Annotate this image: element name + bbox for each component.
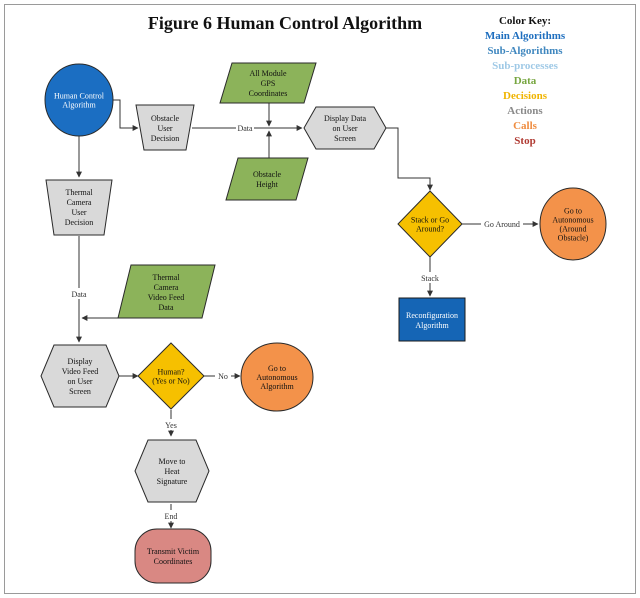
obstacle-decision-label-line: Obstacle (151, 114, 179, 123)
thermal-video-data-label-line: Data (158, 303, 174, 312)
edge-display-to-stack (386, 127, 433, 191)
thermal-video-data-label-line: Video Feed (148, 293, 185, 302)
stack-or-go-label-line: Stack or Go (411, 216, 449, 225)
thermal-decision-label-line: Camera (67, 198, 92, 207)
go-autonomous-label-line: Go to (268, 364, 286, 373)
color-key-data: Data (514, 75, 537, 87)
go-autonomous-label-line: Autonomous (256, 373, 297, 382)
obstacle-height-label-line: Height (256, 180, 279, 189)
edge-label-end: End (165, 512, 178, 521)
thermal-decision-label-line: Thermal (65, 188, 93, 197)
transmit-victim-label-line: Transmit Victim (147, 547, 200, 556)
reconfiguration-label-line: Algorithm (415, 321, 449, 330)
thermal-decision-label-line: Decision (65, 218, 93, 227)
move-heat-label-line: Signature (157, 477, 188, 486)
color-key: Color Key: Main Algorithms Sub-Algorithm… (485, 15, 566, 147)
move-heat-label-line: Move to (159, 457, 186, 466)
edge-labels: Data Go Around Stack Data No Yes End (68, 122, 523, 521)
edge-label-data-top: Data (237, 124, 253, 133)
color-key-actions: Actions (507, 105, 543, 117)
edge-label-data-left: Data (71, 290, 87, 299)
go-autonomous-around-label-line: Obstacle) (558, 234, 589, 243)
human-control-label-line: Algorithm (62, 101, 96, 110)
go-autonomous-label-line: Algorithm (260, 382, 294, 391)
figure-title: Figure 6 Human Control Algorithm (148, 13, 422, 33)
thermal-decision-label-line: User (71, 208, 86, 217)
obstacle-decision-label-line: User (157, 124, 172, 133)
human-decision-label-line: (Yes or No) (152, 377, 190, 386)
gps-coordinates-label-line: Coordinates (249, 89, 288, 98)
gps-coordinates-label-line: All Module (249, 69, 287, 78)
node-human-decision: Human?(Yes or No) (137, 342, 205, 410)
display-video-label-line: Video Feed (62, 367, 99, 376)
thermal-video-data-label-line: Thermal (152, 273, 180, 282)
go-autonomous-around-label-line: Autonomous (552, 216, 593, 225)
go-autonomous-around-label-line: Go to (564, 207, 582, 216)
gps-coordinates-label-line: GPS (261, 79, 276, 88)
edge-label-stack: Stack (421, 274, 439, 283)
edge-label-no: No (218, 372, 228, 381)
thermal-video-data-label-line: Camera (154, 283, 179, 292)
color-key-stop: Stop (514, 135, 535, 147)
human-decision-label-line: Human? (157, 368, 185, 377)
svg-text:Human?(Yes or No): Human?(Yes or No) (152, 368, 190, 386)
obstacle-height-label-line: Obstacle (253, 170, 281, 179)
obstacle-decision-label-line: Decision (151, 134, 179, 143)
color-key-sub-processes: Sub-processes (492, 60, 559, 72)
reconfiguration-label-line: Reconfiguration (406, 311, 458, 320)
display-data-label-line: Screen (334, 134, 356, 143)
color-key-calls: Calls (513, 120, 538, 132)
display-data-label-line: Display Data (324, 114, 366, 123)
edge-label-go-around: Go Around (484, 220, 520, 229)
go-autonomous-around-label-line: (Around (559, 225, 586, 234)
edge-human-to-obstacle (112, 99, 139, 131)
transmit-victim-label-line: Coordinates (154, 557, 193, 566)
color-key-heading: Color Key: (499, 15, 551, 27)
display-video-label-line: Display (68, 357, 93, 366)
color-key-decisions: Decisions (503, 90, 548, 102)
human-control-label-line: Human Control (54, 92, 105, 101)
stack-or-go-label-line: Around? (416, 225, 444, 234)
edge-label-yes: Yes (165, 421, 177, 430)
color-key-sub-algorithms: Sub-Algorithms (487, 45, 563, 57)
move-heat-label-line: Heat (164, 467, 180, 476)
display-video-label-line: on User (67, 377, 92, 386)
display-video-label-line: Screen (69, 387, 91, 396)
color-key-main-algorithms: Main Algorithms (485, 30, 566, 42)
display-data-label-line: on User (332, 124, 357, 133)
